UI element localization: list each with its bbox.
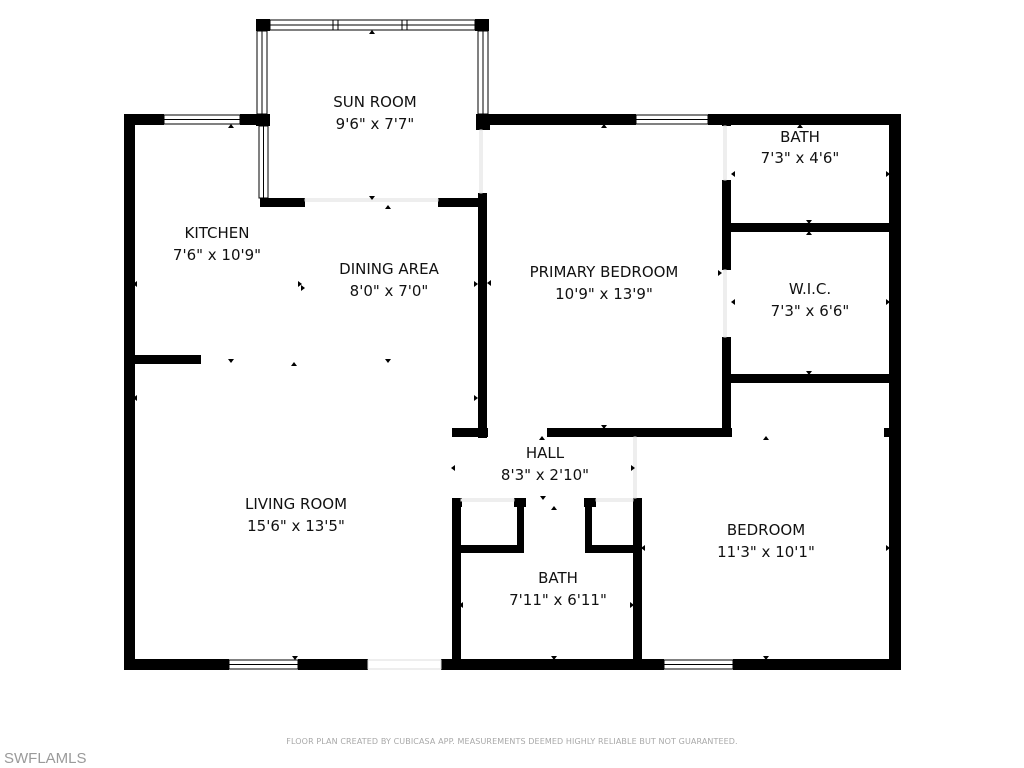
room-label-primary-bedroom: PRIMARY BEDROOM 10'9" x 13'9"	[530, 263, 679, 303]
disclaimer-footer: FLOOR PLAN CREATED BY CUBICASA APP. MEAS…	[286, 737, 738, 746]
room-name: W.I.C.	[789, 280, 831, 298]
room-label-bath-1: BATH 7'3" x 4'6"	[761, 128, 840, 167]
room-label-kitchen: KITCHEN 7'6" x 10'9"	[173, 224, 261, 264]
door-openings	[304, 125, 727, 670]
room-dimensions: 15'6" x 13'5"	[247, 517, 345, 535]
room-dimensions: 8'3" x 2'10"	[501, 466, 589, 484]
windows	[163, 19, 734, 670]
room-label-dining-area: DINING AREA 8'0" x 7'0"	[339, 260, 439, 300]
room-name: BEDROOM	[727, 521, 805, 539]
room-name: PRIMARY BEDROOM	[530, 263, 679, 281]
room-dimensions: 10'9" x 13'9"	[555, 285, 653, 303]
room-name: BATH	[780, 128, 820, 146]
room-label-wic: W.I.C. 7'3" x 6'6"	[771, 280, 850, 320]
room-label-living-room: LIVING ROOM 15'6" x 13'5"	[245, 495, 347, 535]
room-label-bath-2: BATH 7'11" x 6'11"	[509, 569, 607, 609]
room-dimensions: 11'3" x 10'1"	[717, 543, 815, 561]
dimension-markers	[133, 30, 890, 660]
room-dimensions: 7'11" x 6'11"	[509, 591, 607, 609]
room-dimensions: 9'6" x 7'7"	[336, 115, 415, 133]
room-label-hall: HALL 8'3" x 2'10"	[501, 444, 589, 484]
room-name: BATH	[538, 569, 578, 587]
room-name: KITCHEN	[185, 224, 250, 242]
room-dimensions: 7'3" x 6'6"	[771, 302, 850, 320]
room-dimensions: 7'6" x 10'9"	[173, 246, 261, 264]
room-dimensions: 8'0" x 7'0"	[350, 282, 429, 300]
walls	[124, 19, 901, 670]
room-name: DINING AREA	[339, 260, 439, 278]
room-name: SUN ROOM	[333, 93, 416, 111]
room-label-bedroom: BEDROOM 11'3" x 10'1"	[717, 521, 815, 561]
room-name: LIVING ROOM	[245, 495, 347, 513]
mls-watermark: SWFLAMLS	[4, 750, 87, 767]
room-label-sun-room: SUN ROOM 9'6" x 7'7"	[333, 93, 416, 133]
room-name: HALL	[526, 444, 565, 462]
room-dimensions: 7'3" x 4'6"	[761, 149, 840, 167]
